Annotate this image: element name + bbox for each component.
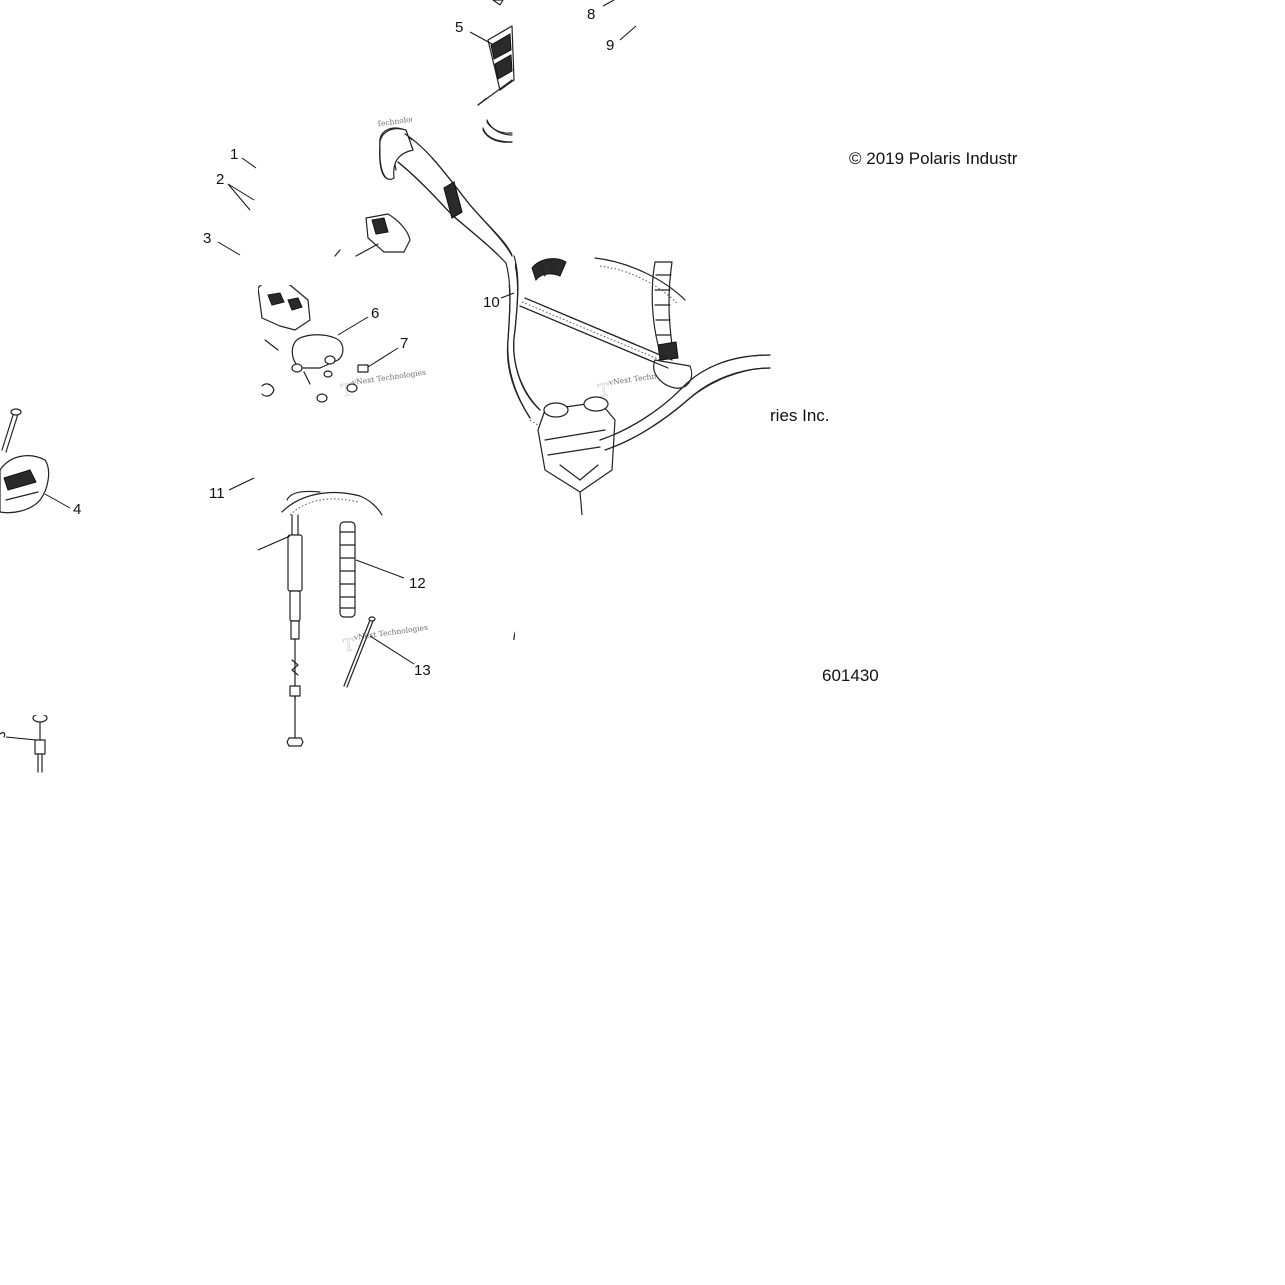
svg-text:T: T (597, 380, 612, 401)
callout-13: 13 (414, 662, 431, 679)
center-clamp (537, 396, 616, 516)
callout-6: 6 (371, 305, 379, 322)
copyright-text-part-2: ries Inc. (770, 406, 830, 425)
callout-7: 7 (400, 335, 408, 352)
callout-11: 11 (209, 485, 225, 502)
callout-9: 9 (606, 37, 614, 54)
callouts: 1 2 3 4 5 6 7 8 9 10 11 12 13 (73, 6, 614, 679)
leader-lines (5, 0, 637, 741)
callout-12: 12 (409, 575, 426, 592)
callout-3: 3 (203, 230, 211, 247)
part-7-screw (346, 364, 369, 393)
callout-8: 8 (587, 6, 595, 23)
part-4-hand-guard (0, 408, 50, 514)
callout-5: 5 (455, 19, 463, 36)
part-6-mount-bracket (257, 281, 344, 403)
part-13-rod (343, 616, 376, 688)
svg-text:vNext Technologies: vNext Technologies (352, 623, 428, 642)
part-11-throttle-cable (286, 490, 321, 747)
callout-1: 1 (230, 146, 238, 163)
callout-4: 4 (73, 501, 81, 518)
figure-number: 601430 (822, 666, 879, 685)
svg-text:T: T (342, 635, 357, 656)
callout-10: 10 (483, 294, 500, 311)
part-12-grip-sleeve (339, 521, 356, 618)
shift-lever (651, 261, 693, 389)
left-cable-end (0, 713, 48, 773)
lever-boot-top (531, 258, 567, 282)
callout-2: 2 (216, 171, 224, 188)
copyright-text-part-1: © 2019 Polaris Industr (849, 149, 1018, 168)
visible-fragments (281, 0, 771, 516)
